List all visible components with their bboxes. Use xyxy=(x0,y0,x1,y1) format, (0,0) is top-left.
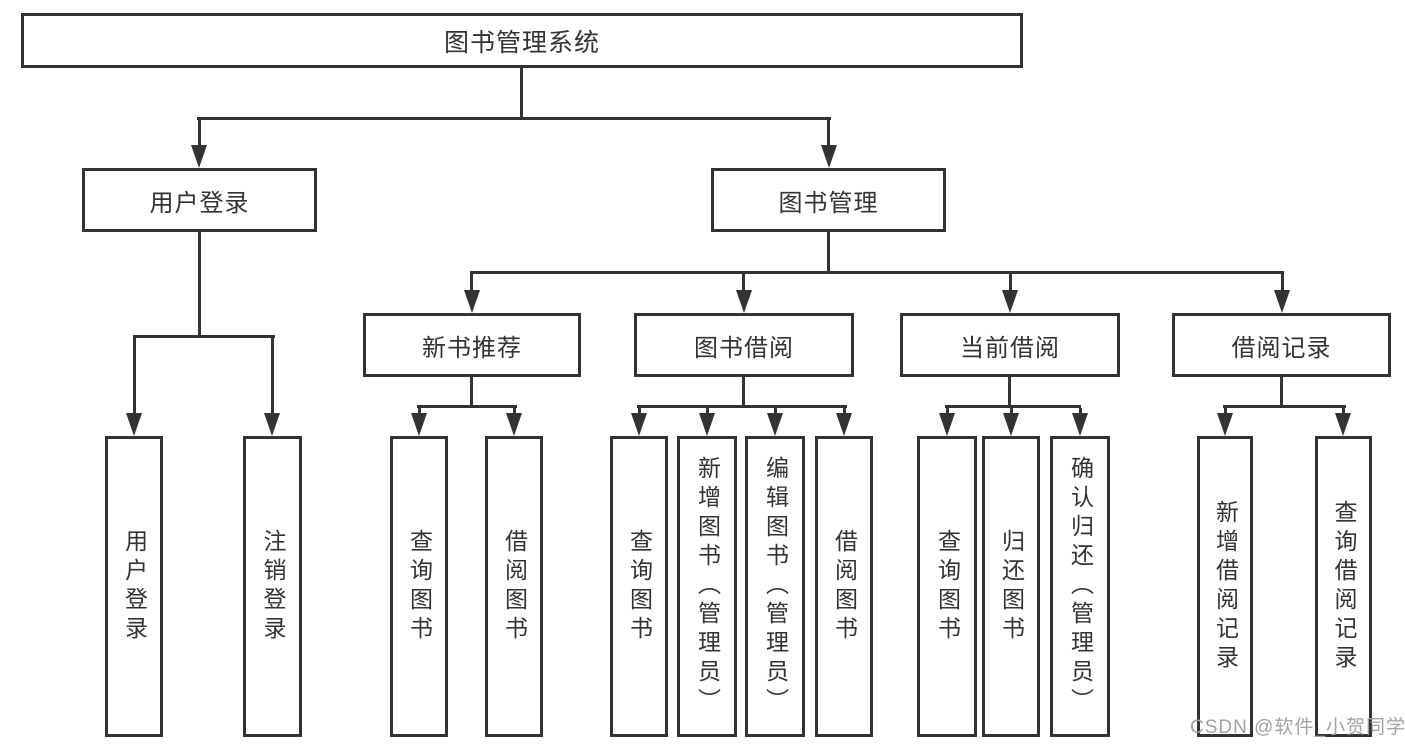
node-label: 新增图书（管理员） xyxy=(694,456,721,717)
connector-line xyxy=(1079,408,1082,416)
node-label: 图书管理 xyxy=(778,189,879,217)
node-label: 查询图书 xyxy=(934,528,961,645)
arrowhead-icon xyxy=(699,413,715,436)
node-library-system: 图书管理系统 xyxy=(21,13,1023,68)
connector-line xyxy=(827,232,830,274)
arrowhead-icon xyxy=(821,145,837,168)
node-label: 查询借阅记录 xyxy=(1331,499,1357,674)
arrowhead-icon xyxy=(1002,290,1018,313)
connector-line xyxy=(637,405,847,408)
connector-line xyxy=(470,274,473,292)
leaf-query-books-recommend: 查询图书 xyxy=(390,436,448,737)
leaf-borrow-books-recommend: 借阅图书 xyxy=(485,436,543,737)
arrowhead-icon xyxy=(836,413,852,436)
connector-line xyxy=(742,377,745,408)
node-label: 图书借阅 xyxy=(694,334,794,362)
connector-line xyxy=(1281,274,1284,292)
arrowhead-icon xyxy=(939,413,955,436)
arrowhead-icon xyxy=(1072,413,1088,436)
leaf-confirm-return-admin: 确认归还（管理员） xyxy=(1050,436,1110,737)
connector-line xyxy=(1008,377,1011,408)
node-label: 确认归还（管理员） xyxy=(1067,456,1094,717)
connector-line xyxy=(520,68,523,120)
node-label: 用户登录 xyxy=(121,528,148,645)
connector-line xyxy=(1009,274,1012,292)
connector-line xyxy=(418,408,421,416)
arrowhead-icon xyxy=(1217,413,1233,436)
connector-line xyxy=(417,405,517,408)
connector-line xyxy=(945,405,1081,408)
connector-line xyxy=(1342,408,1345,416)
leaf-query-books-borrowing: 查询图书 xyxy=(610,436,668,737)
leaf-logout: 注销登录 xyxy=(243,436,302,737)
connector-line xyxy=(843,408,846,416)
connector-line xyxy=(198,120,201,148)
csdn-watermark: CSDN @软件_小贺同学 xyxy=(1190,717,1405,738)
leaf-borrow-books: 借阅图书 xyxy=(815,436,873,737)
connector-line xyxy=(827,120,830,148)
arrowhead-icon xyxy=(767,413,783,436)
connector-line xyxy=(271,338,274,414)
node-label: 当前借阅 xyxy=(960,334,1060,362)
node-book-management: 图书管理 xyxy=(711,168,946,232)
leaf-query-borrow-record: 查询借阅记录 xyxy=(1315,436,1372,737)
node-new-book-recommend: 新书推荐 xyxy=(363,313,581,377)
connector-line xyxy=(198,232,201,338)
node-label: 新书推荐 xyxy=(422,334,522,362)
arrowhead-icon xyxy=(631,413,647,436)
leaf-return-books: 归还图书 xyxy=(982,436,1040,737)
arrowhead-icon xyxy=(411,413,427,436)
node-borrowing-records: 借阅记录 xyxy=(1172,313,1391,377)
node-label: 借阅记录 xyxy=(1231,334,1332,362)
connector-line xyxy=(197,117,831,120)
connector-line xyxy=(1223,405,1346,408)
leaf-query-books-current: 查询图书 xyxy=(917,436,977,737)
connector-line xyxy=(470,377,473,408)
node-label: 归还图书 xyxy=(998,528,1025,645)
node-user-login: 用户登录 xyxy=(82,168,317,232)
arrowhead-icon xyxy=(126,413,142,436)
leaf-add-books-admin: 新增图书（管理员） xyxy=(677,436,737,737)
arrowhead-icon xyxy=(1274,290,1290,313)
node-book-borrowing: 图书借阅 xyxy=(634,313,854,377)
connector-line xyxy=(946,408,949,416)
node-label: 注销登录 xyxy=(260,528,286,645)
arrowhead-icon xyxy=(191,145,207,168)
arrowhead-icon xyxy=(464,290,480,313)
connector-line xyxy=(470,271,1284,274)
connector-line xyxy=(742,274,745,292)
connector-line xyxy=(706,408,709,416)
connector-line xyxy=(1010,408,1013,416)
node-current-borrowing: 当前借阅 xyxy=(900,313,1120,377)
connector-line xyxy=(774,408,777,416)
node-label: 借阅图书 xyxy=(501,528,528,645)
leaf-user-login: 用户登录 xyxy=(105,436,163,737)
leaf-edit-books-admin: 编辑图书（管理员） xyxy=(745,436,805,737)
arrowhead-icon xyxy=(264,413,280,436)
node-label: 用户登录 xyxy=(149,189,250,217)
connector-line xyxy=(1280,377,1283,408)
node-label: 图书管理系统 xyxy=(443,28,600,57)
node-label: 编辑图书（管理员） xyxy=(762,456,789,717)
leaf-add-borrow-record: 新增借阅记录 xyxy=(1197,436,1253,737)
connector-line xyxy=(513,408,516,416)
connector-line xyxy=(1224,408,1227,416)
node-label: 新增借阅记录 xyxy=(1212,499,1239,674)
connector-line xyxy=(133,338,136,414)
connector-line xyxy=(638,408,641,416)
arrowhead-icon xyxy=(736,290,752,313)
node-label: 查询图书 xyxy=(406,528,433,645)
arrowhead-icon xyxy=(1335,413,1351,436)
arrowhead-icon xyxy=(506,413,522,436)
node-label: 借阅图书 xyxy=(831,528,858,645)
node-label: 查询图书 xyxy=(626,528,653,645)
connector-line xyxy=(133,335,275,338)
arrowhead-icon xyxy=(1003,413,1019,436)
